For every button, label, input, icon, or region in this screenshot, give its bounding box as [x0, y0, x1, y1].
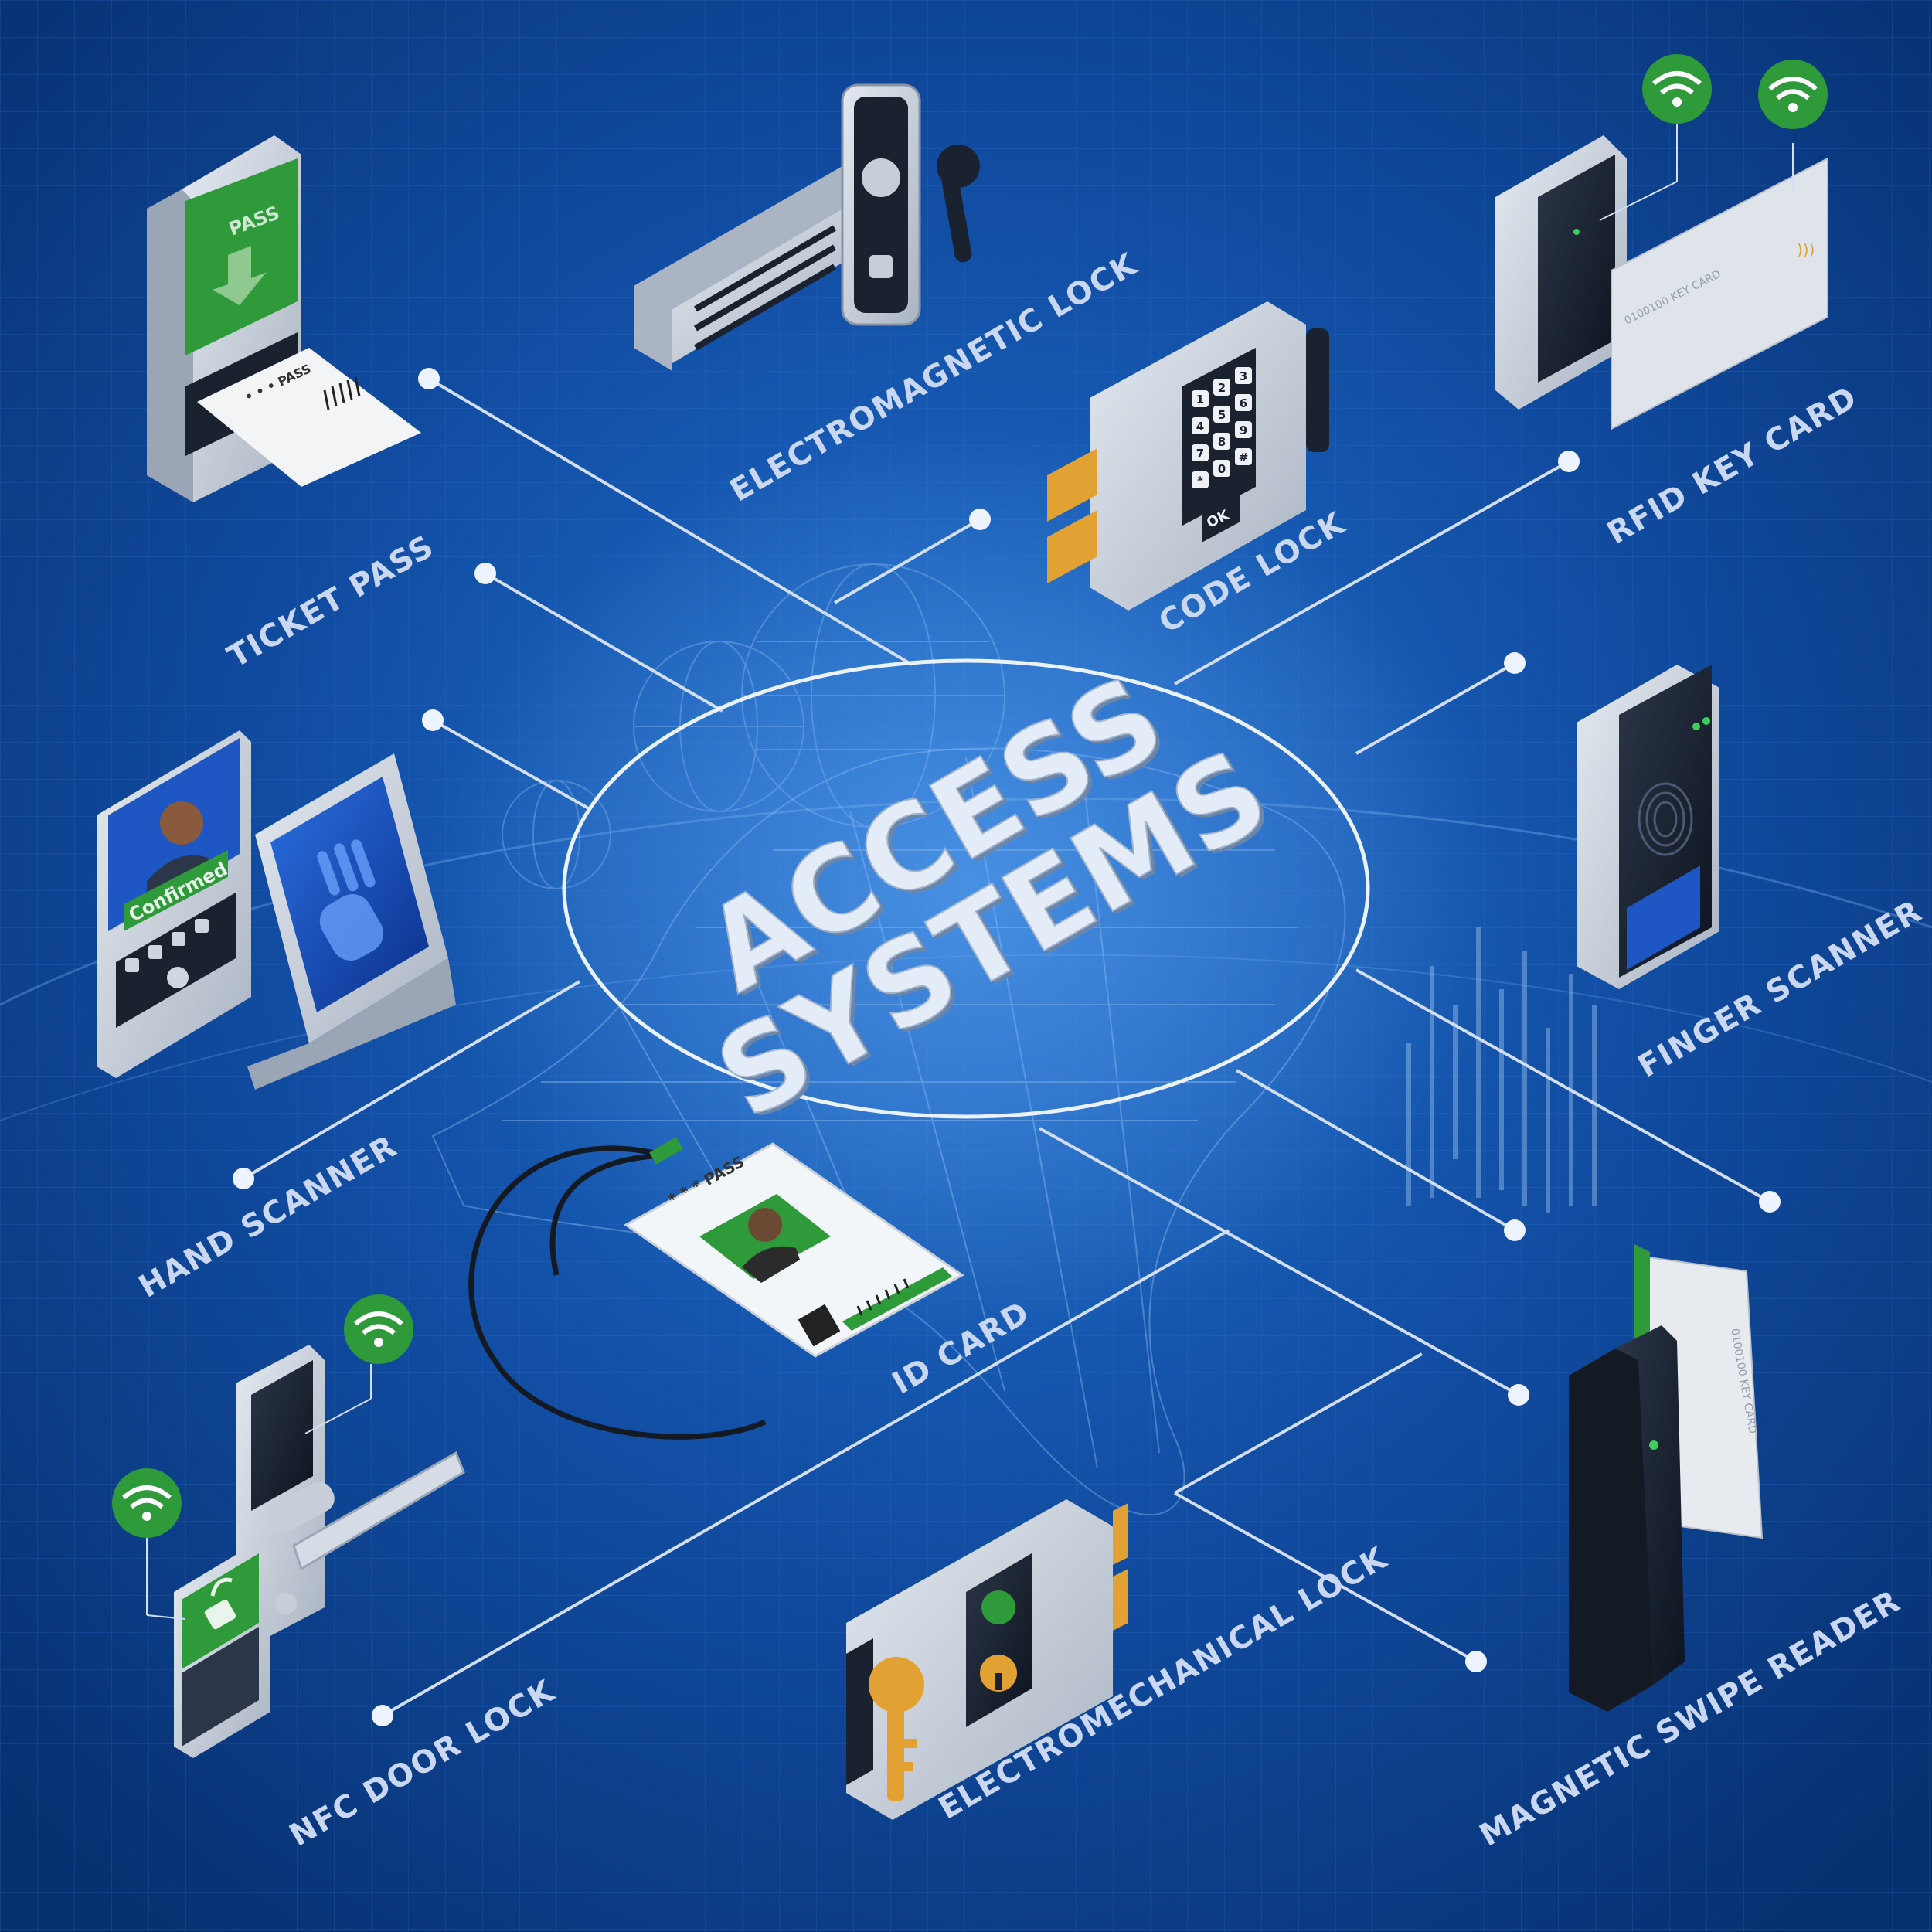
svg-text:3: 3: [1240, 369, 1247, 383]
svg-text:9: 9: [1240, 423, 1247, 437]
wifi-icon: [1758, 60, 1828, 129]
svg-text:4: 4: [1196, 420, 1204, 434]
fingerprint-icon: [1638, 782, 1693, 856]
keypad-keys: [1192, 367, 1252, 488]
svg-text:5: 5: [1218, 408, 1226, 422]
ticket: [197, 348, 421, 487]
svg-text:8: 8: [1218, 435, 1226, 449]
connector-dots: [233, 368, 1781, 1726]
person-icon: [742, 1208, 800, 1283]
center-glow: [425, 425, 1507, 1352]
key-card: [1611, 157, 1828, 430]
unlock-icon: [204, 1577, 236, 1630]
arrow-down-icon: [213, 246, 267, 305]
wifi-icon: [344, 1294, 413, 1364]
key-icon: [869, 1657, 924, 1801]
door-handle: [292, 1451, 465, 1571]
lanyard: [468, 1145, 767, 1440]
confirmed-badge: [124, 850, 228, 931]
svg-text:6: 6: [1240, 396, 1247, 410]
hand-icon: [317, 839, 384, 961]
ticket-barcode: [323, 376, 361, 410]
svg-text:0: 0: [1218, 462, 1226, 476]
center-ellipse: [562, 658, 1370, 1119]
hand-scanner-device: Confirmed: [97, 730, 456, 1090]
svg-text:*: *: [1197, 474, 1203, 488]
svg-text:#: #: [1239, 451, 1249, 464]
badge-barcode: [856, 1278, 910, 1316]
ok-button[interactable]: [1202, 493, 1240, 543]
magnetic-swipe-reader-device: 0100100 KEY CARD: [1569, 1244, 1764, 1712]
code-lock-device: 123 456 789 *0# OK: [1047, 301, 1329, 611]
finger-scanner-device: [1577, 665, 1719, 989]
wifi-icon: [112, 1468, 182, 1538]
svg-text:7: 7: [1196, 447, 1204, 461]
rfid-key-card-device: 0100100 KEY CARD ))): [1495, 54, 1828, 430]
keypad-digits: 123 456 789 *0#: [1196, 369, 1249, 488]
nfc-door-lock-device: [112, 1294, 465, 1758]
electromagnetic-lock-device: [634, 83, 980, 371]
contactless-icon: ))): [1797, 240, 1815, 259]
ticket-pass-device: PASS • • • PASS: [147, 135, 421, 502]
wifi-icon: [1642, 54, 1712, 124]
svg-text:1: 1: [1196, 393, 1204, 406]
svg-text:2: 2: [1218, 381, 1226, 395]
electromechanical-lock-device: [846, 1499, 1128, 1820]
orbit-swirl-2: [0, 954, 1932, 1121]
wireframe-hand: [431, 747, 1346, 1515]
qr-code: [798, 1304, 841, 1347]
connector-lines: [242, 377, 1770, 1717]
